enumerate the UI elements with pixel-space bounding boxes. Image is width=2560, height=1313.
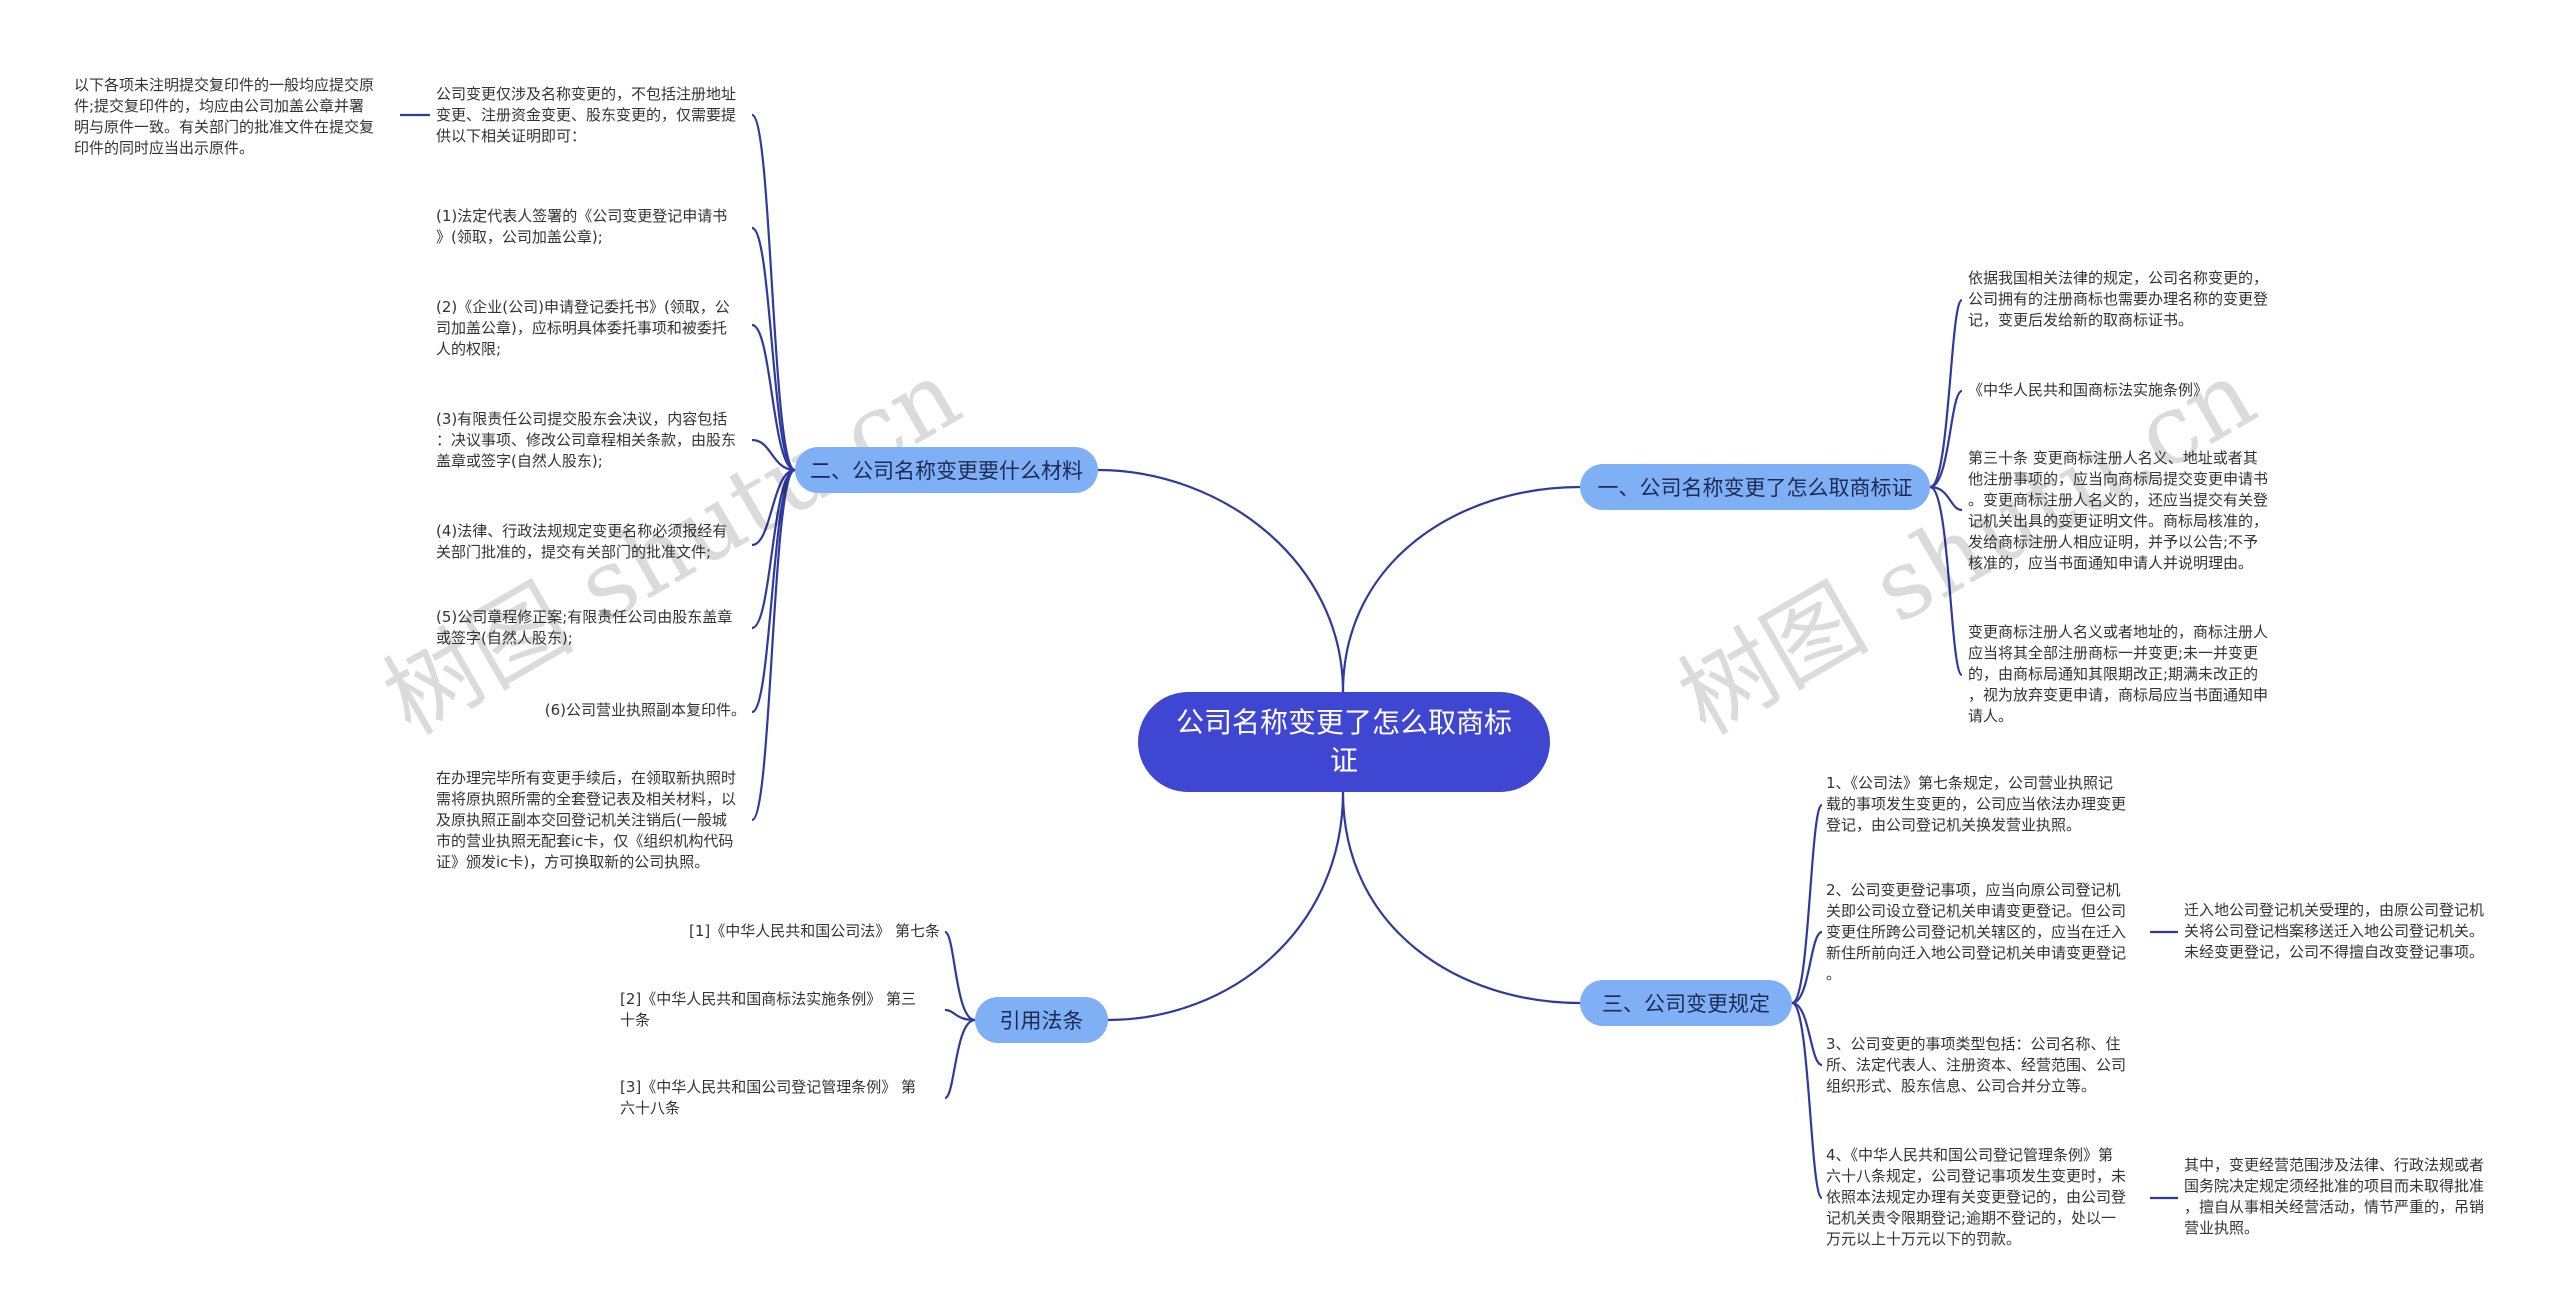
link-b2-6 bbox=[751, 468, 796, 714]
b2-leaf-4: (3)有限责任公司提交股东会决议，内容包括 ：决议事项、修改公司章程相关条款，由… bbox=[436, 410, 737, 470]
link-b2-4 bbox=[751, 468, 796, 547]
link-b2-3 bbox=[751, 438, 796, 472]
b4-law-2: [2]《中华人民共和国商标法实施条例》 第三 十条 bbox=[620, 990, 917, 1029]
b3-sub-note-2: 迁入地公司登记机关受理的，由原公司登记机 关将公司登记档案移送迁入地公司登记机关… bbox=[2184, 901, 2485, 961]
branch-required-materials[interactable]: 二、公司名称变更要什么材料 bbox=[795, 447, 1098, 493]
link-b2-0 bbox=[750, 113, 797, 472]
link-center-b4 bbox=[1107, 791, 1345, 1022]
b3-leaf-2: 2、公司变更登记事项，应当向原公司登记机 关即公司设立登记机关申请变更登记。但公… bbox=[1826, 881, 2127, 983]
branch-cited-laws[interactable]: 引用法条 bbox=[975, 997, 1108, 1043]
branch-trademark-certificate[interactable]: 一、公司名称变更了怎么取商标证 bbox=[1580, 464, 1930, 510]
b2-leaf-6: (5)公司章程修正案;有限责任公司由股东盖章 或签字(自然人股东); bbox=[436, 608, 733, 647]
branch-change-rules[interactable]: 三、公司变更规定 bbox=[1580, 980, 1792, 1026]
b2-leaf-5: (4)法律、行政法规规定变更名称必须报经有 关部门批准的，提交有关部门的批准文件… bbox=[436, 522, 728, 561]
link-b1-2 bbox=[1929, 485, 1963, 512]
link-center-b1 bbox=[1341, 485, 1581, 693]
b1-leaf-4: 变更商标注册人名义或者地址的，商标注册人 应当将其全部注册商标一并变更;未一并变… bbox=[1968, 623, 2269, 725]
link-center-b3 bbox=[1341, 791, 1581, 1005]
link-center-b2 bbox=[1097, 468, 1345, 693]
b2-leaf-3: (2)《企业(公司)申请登记委托书》(领取，公 司加盖公章)，应标明具体委托事项… bbox=[436, 298, 730, 358]
link-b2-7 bbox=[750, 468, 797, 822]
link-b1-3 bbox=[1929, 485, 1964, 677]
b2-sub-note: 以下各项未注明提交复印件的一般均应提交原 件;提交复印件的，均应由公司加盖公章并… bbox=[74, 76, 375, 157]
link-b4-0 bbox=[943, 930, 976, 1022]
link-b3-0 bbox=[1791, 803, 1824, 1005]
link-b2-1 bbox=[751, 226, 796, 472]
link-b3-3 bbox=[1791, 1001, 1824, 1200]
center-topic[interactable]: 公司名称变更了怎么取商标证 bbox=[1138, 692, 1550, 792]
b1-leaf-1: 依据我国相关法律的规定，公司名称变更的， 公司拥有的注册商标也需要办理名称的变更… bbox=[1968, 269, 2269, 329]
b3-leaf-1: 1、《公司法》第七条规定，公司营业执照记 载的事项发生变更的，公司应当依法办理变… bbox=[1826, 774, 2127, 834]
link-b2-2 bbox=[751, 323, 796, 472]
link-b3-1 bbox=[1791, 930, 1823, 1005]
b1-leaf-2: 《中华人民共和国商标法实施条例》 bbox=[1968, 381, 2209, 399]
b2-leaf-2: (1)法定代表人签署的《公司变更登记申请书 》(领取，公司加盖公章); bbox=[436, 207, 728, 246]
b3-leaf-4: 4、《中华人民共和国公司登记管理条例》第 六十八条规定，公司登记事项发生变更时，… bbox=[1826, 1146, 2127, 1248]
link-b1-0 bbox=[1929, 298, 1964, 489]
link-b1-1 bbox=[1929, 389, 1963, 489]
b3-leaf-3: 3、公司变更的事项类型包括：公司名称、住 所、法定代表人、注册资本、经营范围、公… bbox=[1826, 1035, 2127, 1095]
link-b2-5 bbox=[751, 468, 796, 630]
link-b3-2 bbox=[1791, 1001, 1823, 1067]
link-b4-1 bbox=[944, 1008, 976, 1022]
link-b4-2 bbox=[944, 1018, 976, 1100]
b1-leaf-3: 第三十条 变更商标注册人名义、地址或者其 他注册事项的，应当向商标局提交变更申请… bbox=[1968, 449, 2269, 572]
b4-law-3: [3]《中华人民共和国公司登记管理条例》 第 六十八条 bbox=[620, 1078, 917, 1117]
b2-leaf-1: 公司变更仅涉及名称变更的，不包括注册地址 变更、注册资金变更、股东变更的，仅需要… bbox=[436, 85, 737, 145]
b2-leaf-8: 在办理完毕所有变更手续后，在领取新执照时 需将原执照所需的全套登记表及相关材料，… bbox=[436, 769, 737, 871]
b3-sub-note-4: 其中，变更经营范围涉及法律、行政法规或者 国务院决定规定须经批准的项目而未取得批… bbox=[2184, 1156, 2485, 1237]
b2-leaf-7: (6)公司营业执照副本复印件。 bbox=[544, 701, 746, 719]
b4-law-1: [1]《中华人民共和国公司法》 第七条 bbox=[688, 922, 940, 940]
